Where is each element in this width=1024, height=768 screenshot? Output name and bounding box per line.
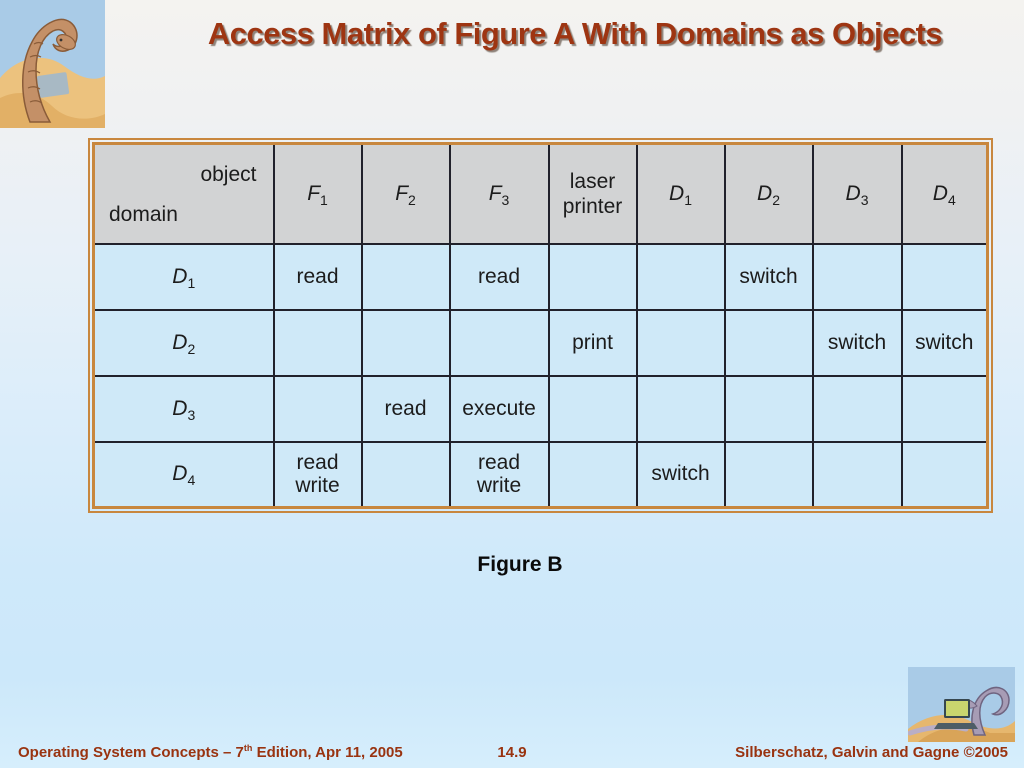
matrix-cell: execute [448, 374, 550, 443]
matrix-cell [360, 242, 451, 311]
matrix-cell [811, 242, 903, 311]
corner-domain-label: domain [109, 202, 178, 226]
matrix-cell: print [547, 308, 638, 377]
matrix-cell [360, 440, 451, 509]
matrix-cell [723, 308, 814, 377]
matrix-cell [547, 374, 638, 443]
footer-book-title: Operating System Concepts – 7th Edition,… [18, 743, 403, 761]
figure-caption: Figure B [477, 553, 563, 576]
corner-object-label: object [200, 163, 257, 186]
matrix-cell [723, 440, 814, 509]
matrix-row-d3: D3 read execute [92, 374, 989, 443]
matrix-cell [900, 242, 989, 311]
matrix-row-d1: D1 read read switch [92, 242, 989, 311]
matrix-col-header-laser-printer: laser printer [547, 142, 638, 245]
matrix-col-header-d3: D3 [811, 142, 903, 245]
matrix-cell: switch [635, 440, 726, 509]
access-matrix-table: object domain F1 F2 F3 laser printer D1 … [92, 142, 989, 509]
matrix-cell [448, 308, 550, 377]
matrix-row-d4: D4 read write read write switch [92, 440, 989, 509]
matrix-cell: switch [811, 308, 903, 377]
dinosaur-reading-illustration [0, 0, 105, 128]
matrix-row-d2: D2 print switch switch [92, 308, 989, 377]
dinosaur-laptop-illustration [908, 667, 1015, 742]
matrix-cell [547, 440, 638, 509]
matrix-cell: read [448, 242, 550, 311]
matrix-header-row: object domain F1 F2 F3 laser printer D1 … [92, 142, 989, 245]
matrix-cell [272, 374, 363, 443]
matrix-cell [635, 242, 726, 311]
matrix-col-header-f1: F1 [272, 142, 363, 245]
matrix-cell: read write [272, 440, 363, 509]
matrix-cell: switch [723, 242, 814, 311]
matrix-cell [900, 374, 989, 443]
matrix-cell [900, 440, 989, 509]
matrix-col-header-d1: D1 [635, 142, 726, 245]
matrix-col-header-f3: F3 [448, 142, 550, 245]
slide-footer: Operating System Concepts – 7th Edition,… [0, 734, 1024, 768]
matrix-corner-cell: object domain [92, 142, 275, 245]
matrix-cell: read [360, 374, 451, 443]
matrix-col-header-d2: D2 [723, 142, 814, 245]
matrix-col-header-f2: F2 [360, 142, 451, 245]
access-matrix-frame: object domain F1 F2 F3 laser printer D1 … [88, 138, 993, 513]
matrix-cell [635, 374, 726, 443]
matrix-col-header-d4: D4 [900, 142, 989, 245]
matrix-cell [360, 308, 451, 377]
matrix-row-label: D4 [92, 440, 275, 509]
footer-page-number: 14.9 [497, 744, 527, 761]
footer-authors: Silberschatz, Galvin and Gagne ©2005 [735, 744, 1008, 761]
matrix-cell [723, 374, 814, 443]
matrix-cell [272, 308, 363, 377]
matrix-cell: switch [900, 308, 989, 377]
slide-title: Access Matrix of Figure A With Domains a… [207, 16, 943, 51]
matrix-row-label: D3 [92, 374, 275, 443]
matrix-cell [811, 440, 903, 509]
matrix-cell [547, 242, 638, 311]
matrix-cell: read [272, 242, 363, 311]
matrix-cell [811, 374, 903, 443]
matrix-cell: read write [448, 440, 550, 509]
matrix-row-label: D1 [92, 242, 275, 311]
matrix-cell [635, 308, 726, 377]
matrix-row-label: D2 [92, 308, 275, 377]
